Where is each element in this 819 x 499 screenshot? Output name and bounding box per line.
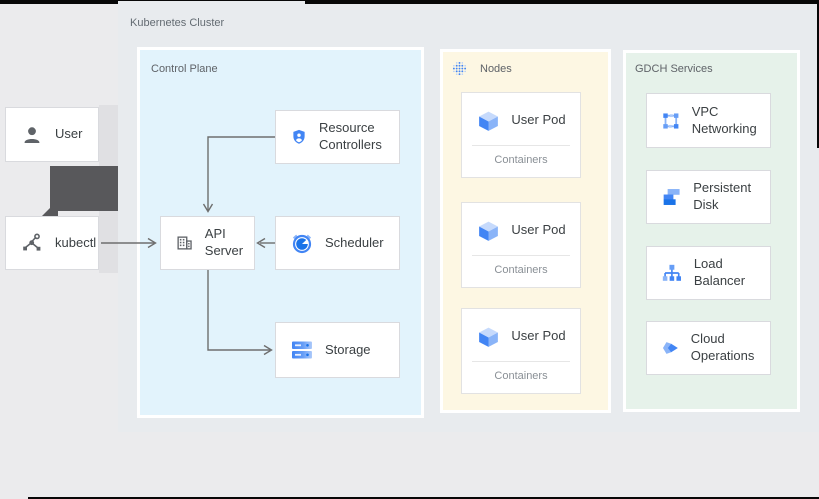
dot-grid-icon bbox=[452, 61, 467, 76]
user-pod-box: User Pod Containers bbox=[461, 202, 581, 288]
vpc-networking-label: VPC Networking bbox=[691, 103, 757, 136]
storage-box: Storage bbox=[275, 322, 400, 378]
persistent-disk-icon bbox=[663, 189, 680, 205]
kubectl-label: kubectl bbox=[55, 234, 97, 250]
load-balancer-label: Load Balancer bbox=[693, 256, 746, 288]
pod-divider bbox=[472, 361, 570, 362]
containers-label: Containers bbox=[494, 154, 548, 166]
crop-artifact-right-edge bbox=[817, 0, 819, 148]
nodes-label: Nodes bbox=[480, 62, 512, 75]
vpc-network-icon bbox=[663, 112, 679, 129]
crop-artifact-top-thin bbox=[118, 0, 305, 1]
control-plane-label: Control Plane bbox=[151, 63, 218, 75]
user-pod-box: User Pod Containers bbox=[461, 308, 581, 394]
storage-label: Storage bbox=[325, 341, 371, 357]
cube-icon bbox=[479, 111, 499, 131]
persistent-disk-label: Persistent Disk bbox=[693, 180, 752, 212]
storage-racks-icon bbox=[292, 341, 312, 359]
cloud-operations-box: Cloud Operations bbox=[646, 321, 771, 375]
user-pod-box: User Pod Containers bbox=[461, 92, 581, 178]
building-icon bbox=[177, 236, 192, 250]
user-box: User bbox=[5, 107, 99, 162]
cube-icon bbox=[479, 221, 499, 241]
api-server-label: API Server bbox=[204, 226, 244, 258]
cube-icon bbox=[479, 327, 499, 347]
crop-artifact-top-right bbox=[305, 0, 819, 4]
gdch-services-label: GDCH Services bbox=[635, 63, 713, 75]
shield-person-icon bbox=[293, 129, 305, 144]
crop-artifact-top-left bbox=[0, 0, 118, 4]
vpc-networking-box: VPC Networking bbox=[646, 93, 771, 148]
load-balancer-box: Load Balancer bbox=[646, 246, 771, 300]
scheduler-label: Scheduler bbox=[325, 234, 384, 250]
persistent-disk-box: Persistent Disk bbox=[646, 170, 771, 224]
kubectl-box: kubectl bbox=[5, 216, 99, 270]
alarm-clock-icon bbox=[292, 234, 312, 254]
user-label: User bbox=[55, 126, 83, 142]
load-balancer-icon bbox=[662, 264, 681, 281]
scheduler-box: Scheduler bbox=[275, 216, 400, 270]
containers-label: Containers bbox=[494, 370, 548, 382]
user-pod-title: User Pod bbox=[511, 328, 566, 344]
node-graph-icon bbox=[23, 233, 41, 251]
cloud-operations-label: Cloud Operations bbox=[690, 331, 755, 363]
cloud-operations-icon bbox=[662, 342, 678, 354]
user-to-kubectl-block-arrow bbox=[41, 166, 118, 217]
crop-artifact-bottom-edge bbox=[28, 497, 819, 499]
user-pod-title: User Pod bbox=[511, 112, 566, 128]
pod-divider bbox=[472, 255, 570, 256]
api-server-box: API Server bbox=[160, 216, 255, 270]
user-pod-title: User Pod bbox=[511, 222, 566, 238]
resource-controllers-box: Resource Controllers bbox=[275, 110, 400, 164]
person-icon bbox=[24, 126, 40, 143]
nodes-header: Nodes bbox=[452, 61, 512, 76]
pod-divider bbox=[472, 145, 570, 146]
resource-controllers-label: Resource Controllers bbox=[319, 120, 382, 152]
containers-label: Containers bbox=[494, 264, 548, 276]
kubernetes-cluster-label: Kubernetes Cluster bbox=[130, 17, 225, 29]
